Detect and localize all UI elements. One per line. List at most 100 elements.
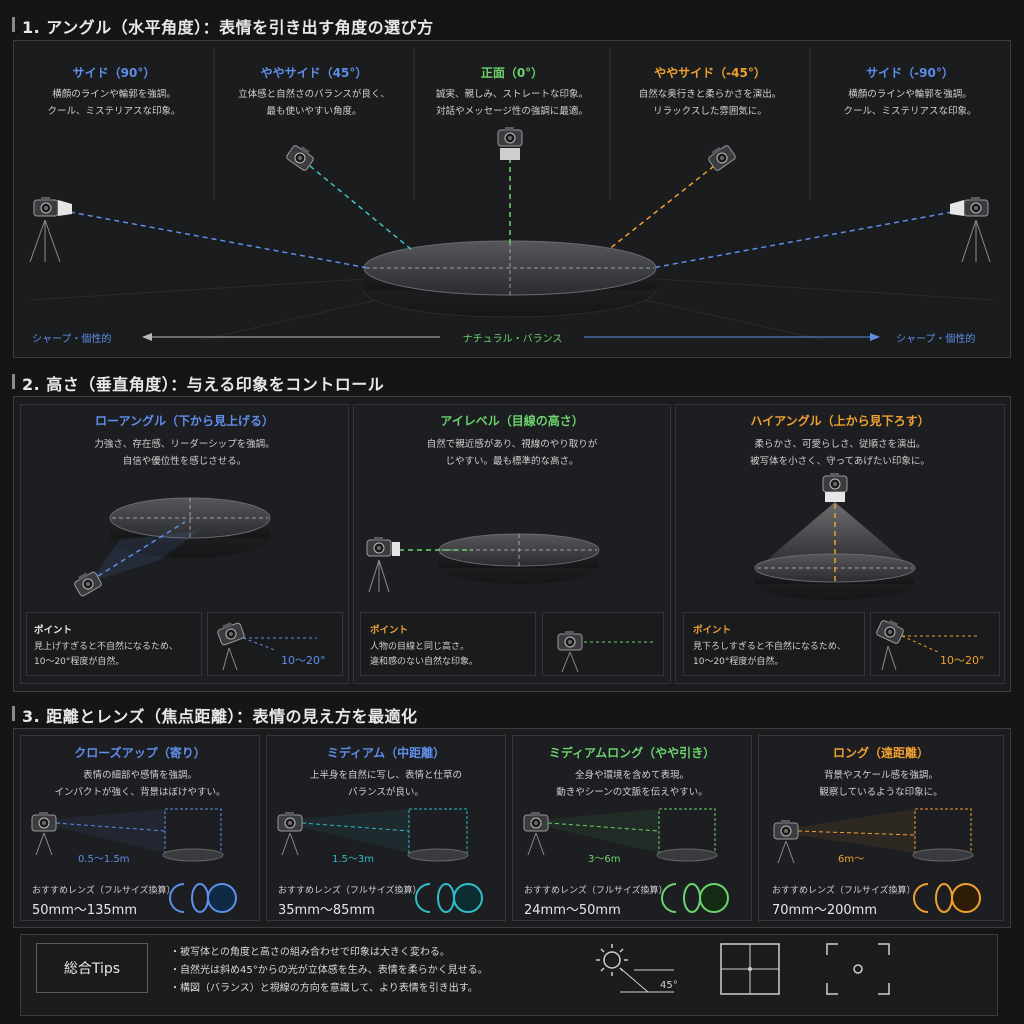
- medium-diagram: [277, 808, 469, 862]
- camera-icon: [523, 811, 549, 832]
- lens-icon: [913, 883, 981, 913]
- angle-front-desc2: 対話やメッセージ性の強調に最適。: [436, 106, 588, 117]
- tips-panel: [20, 934, 998, 1016]
- camera-icon: [29, 196, 72, 263]
- axis-center-label: ナチュラル・バランス: [462, 334, 563, 345]
- section1-title: 1. アングル（水平角度）：表情を引き出す角度の選び方: [12, 14, 434, 38]
- high-angle-angle-diagram: [875, 616, 980, 671]
- camera-icon: [773, 819, 799, 840]
- tips-label: 総合Tips: [63, 961, 121, 977]
- angle-side-minus90-desc1: 横顔のラインや輪郭を強調。: [848, 89, 972, 100]
- eye-level-angle-diagram: [557, 630, 654, 673]
- long-desc2: 観察しているような印象に。: [819, 787, 943, 798]
- high-angle-point1: 見下ろしすぎると不自然になるため、: [693, 642, 846, 652]
- long-distance: 6m〜: [838, 854, 865, 865]
- horizontal-angle-diagram: [29, 126, 995, 341]
- camera-icon: [557, 630, 583, 651]
- angle-45-desc1: 立体感と自然さのバランスが良く、: [238, 89, 390, 100]
- eye-level-point2: 違和感のない自然な印象。: [370, 657, 479, 667]
- angle-45-title: ややサイド（45°）: [260, 66, 368, 80]
- eye-level-point-label: ポイント: [370, 625, 409, 636]
- medium-title: ミディアム（中距離）: [326, 746, 446, 760]
- long-desc1: 背景やスケール感を強調。: [823, 770, 938, 781]
- tip-1: ・被写体との角度と高さの組み合わせで印象は大きく変わる。: [170, 947, 450, 958]
- medium-long-desc2: 動きやシーンの文脈を伝えやすい。: [556, 787, 708, 798]
- high-angle-angle-value: 10〜20°: [940, 654, 985, 667]
- closeup-diagram: [31, 808, 224, 862]
- long-diagram: [773, 808, 974, 864]
- angle-side-minus90-desc2: クール、ミステリアスな印象。: [843, 106, 977, 117]
- tip-3: ・構図（バランス）と視線の方向を意識して、より表情を引き出す。: [170, 983, 478, 994]
- medium-long-lens-label: おすすめレンズ（フルサイズ換算）: [524, 886, 668, 896]
- high-angle-diagram: [754, 472, 916, 600]
- low-angle-desc2: 自信や優位性を感じさせる。: [122, 456, 247, 467]
- angle-minus45-desc2: リラックスした雰囲気に。: [653, 106, 767, 117]
- angle-front-desc1: 誠実、親しみ、ストレートな印象。: [435, 89, 588, 100]
- medium-lens-label: おすすめレンズ（フルサイズ換算）: [278, 886, 422, 896]
- angle-front-title: 正面（0°）: [480, 66, 544, 80]
- camera-icon: [277, 811, 303, 832]
- angle-side-90-title: サイド（90°）: [72, 66, 156, 80]
- low-angle-angle-value: 10〜20°: [281, 654, 326, 667]
- medium-desc1: 上半身を自然に写し、表情と仕草の: [309, 770, 462, 781]
- eye-level-point1: 人物の目線と同じ高さ。: [370, 642, 470, 652]
- high-angle-point2: 10〜20°程度が自然。: [693, 657, 784, 667]
- angle-side-90-desc2: クール、ミステリアスな印象。: [47, 106, 181, 117]
- medium-lens-value: 35mm〜85mm: [278, 903, 375, 918]
- tip-2: ・自然光は斜め45°からの光が立体感を生み、表情を柔らかく見せる。: [170, 965, 488, 976]
- lens-icon: [415, 883, 483, 913]
- lens-icon: [661, 883, 729, 913]
- low-angle-diagram: [71, 497, 271, 598]
- camera-icon: [497, 126, 523, 160]
- high-angle-desc1: 柔らかさ、可愛らしさ、従順さを演出。: [754, 439, 926, 450]
- medium-long-desc1: 全身や環境を含めて表現。: [574, 770, 689, 781]
- high-angle-point-label: ポイント: [693, 625, 732, 636]
- sun-icon: [596, 944, 674, 993]
- camera-icon: [705, 141, 737, 172]
- long-lens-label: おすすめレンズ（フルサイズ換算）: [772, 886, 916, 896]
- low-angle-angle-box: [207, 612, 343, 676]
- low-angle-angle-diagram: [215, 619, 317, 671]
- medium-long-distance: 3〜6m: [588, 854, 621, 865]
- low-angle-desc1: 力強さ、存在感、リーダーシップを強調。: [94, 439, 275, 450]
- sun-angle-label: 45°: [660, 980, 678, 991]
- angle-minus45-title: ややサイド（-45°）: [654, 66, 766, 80]
- medium-desc2: バランスが良い。: [348, 787, 424, 798]
- low-angle-point1: 見上げすぎると不自然になるため、: [34, 642, 179, 652]
- camera-icon: [950, 196, 991, 263]
- closeup-lens-label: おすすめレンズ（フルサイズ換算）: [32, 886, 176, 896]
- camera-icon: [31, 811, 57, 832]
- high-angle-point-box: [683, 612, 865, 676]
- camera-icon: [822, 472, 848, 493]
- long-lens-value: 70mm〜200mm: [772, 903, 878, 918]
- eye-level-point-box: [360, 612, 536, 676]
- high-angle-title: ハイアングル（上から見下ろす）: [750, 414, 930, 428]
- lens-icon: [169, 883, 237, 913]
- angle-45-desc2: 最も使いやすい角度。: [266, 106, 362, 117]
- low-angle-point-box: [26, 612, 202, 676]
- section1-dividers: [213, 48, 811, 200]
- camera-icon: [215, 619, 246, 647]
- medium-long-diagram: [523, 808, 718, 862]
- low-angle-title: ローアングル（下から見上げる）: [94, 414, 275, 428]
- axis-right-label: シャープ・個性的: [896, 334, 976, 345]
- eye-level-desc1: 自然で親近感があり、視線のやり取りが: [426, 439, 598, 450]
- closeup-distance: 0.5〜1.5m: [78, 854, 130, 865]
- angle-side-minus90-title: サイド（-90°）: [866, 66, 954, 80]
- closeup-desc2: インパクトが強く、背景はぼけやすい。: [54, 787, 226, 798]
- eye-level-desc2: じやすい。最も標準的な高さ。: [445, 456, 579, 467]
- grid-icon: [720, 943, 780, 995]
- low-angle-point-label: ポイント: [34, 625, 73, 636]
- low-angle-point2: 10〜20°程度が自然。: [34, 657, 125, 667]
- long-title: ロング（遠距離）: [832, 746, 929, 760]
- tips-label-box: [36, 943, 148, 993]
- section3-title: 3. 距離とレンズ（焦点距離）：表情の見え方を最適化: [11, 703, 417, 727]
- angle-minus45-desc1: 自然な奥行きと柔らかさを演出。: [638, 89, 782, 100]
- camera-icon: [366, 536, 392, 557]
- focus-frame-icon: [826, 943, 890, 995]
- angle-side-90-desc1: 横顔のラインや輪郭を強調。: [52, 89, 176, 100]
- eye-level-title: アイレベル（目線の高さ）: [440, 414, 584, 428]
- eye-level-diagram: [366, 533, 600, 593]
- medium-long-lens-value: 24mm〜50mm: [524, 903, 621, 918]
- closeup-title: クローズアップ（寄り）: [74, 746, 206, 760]
